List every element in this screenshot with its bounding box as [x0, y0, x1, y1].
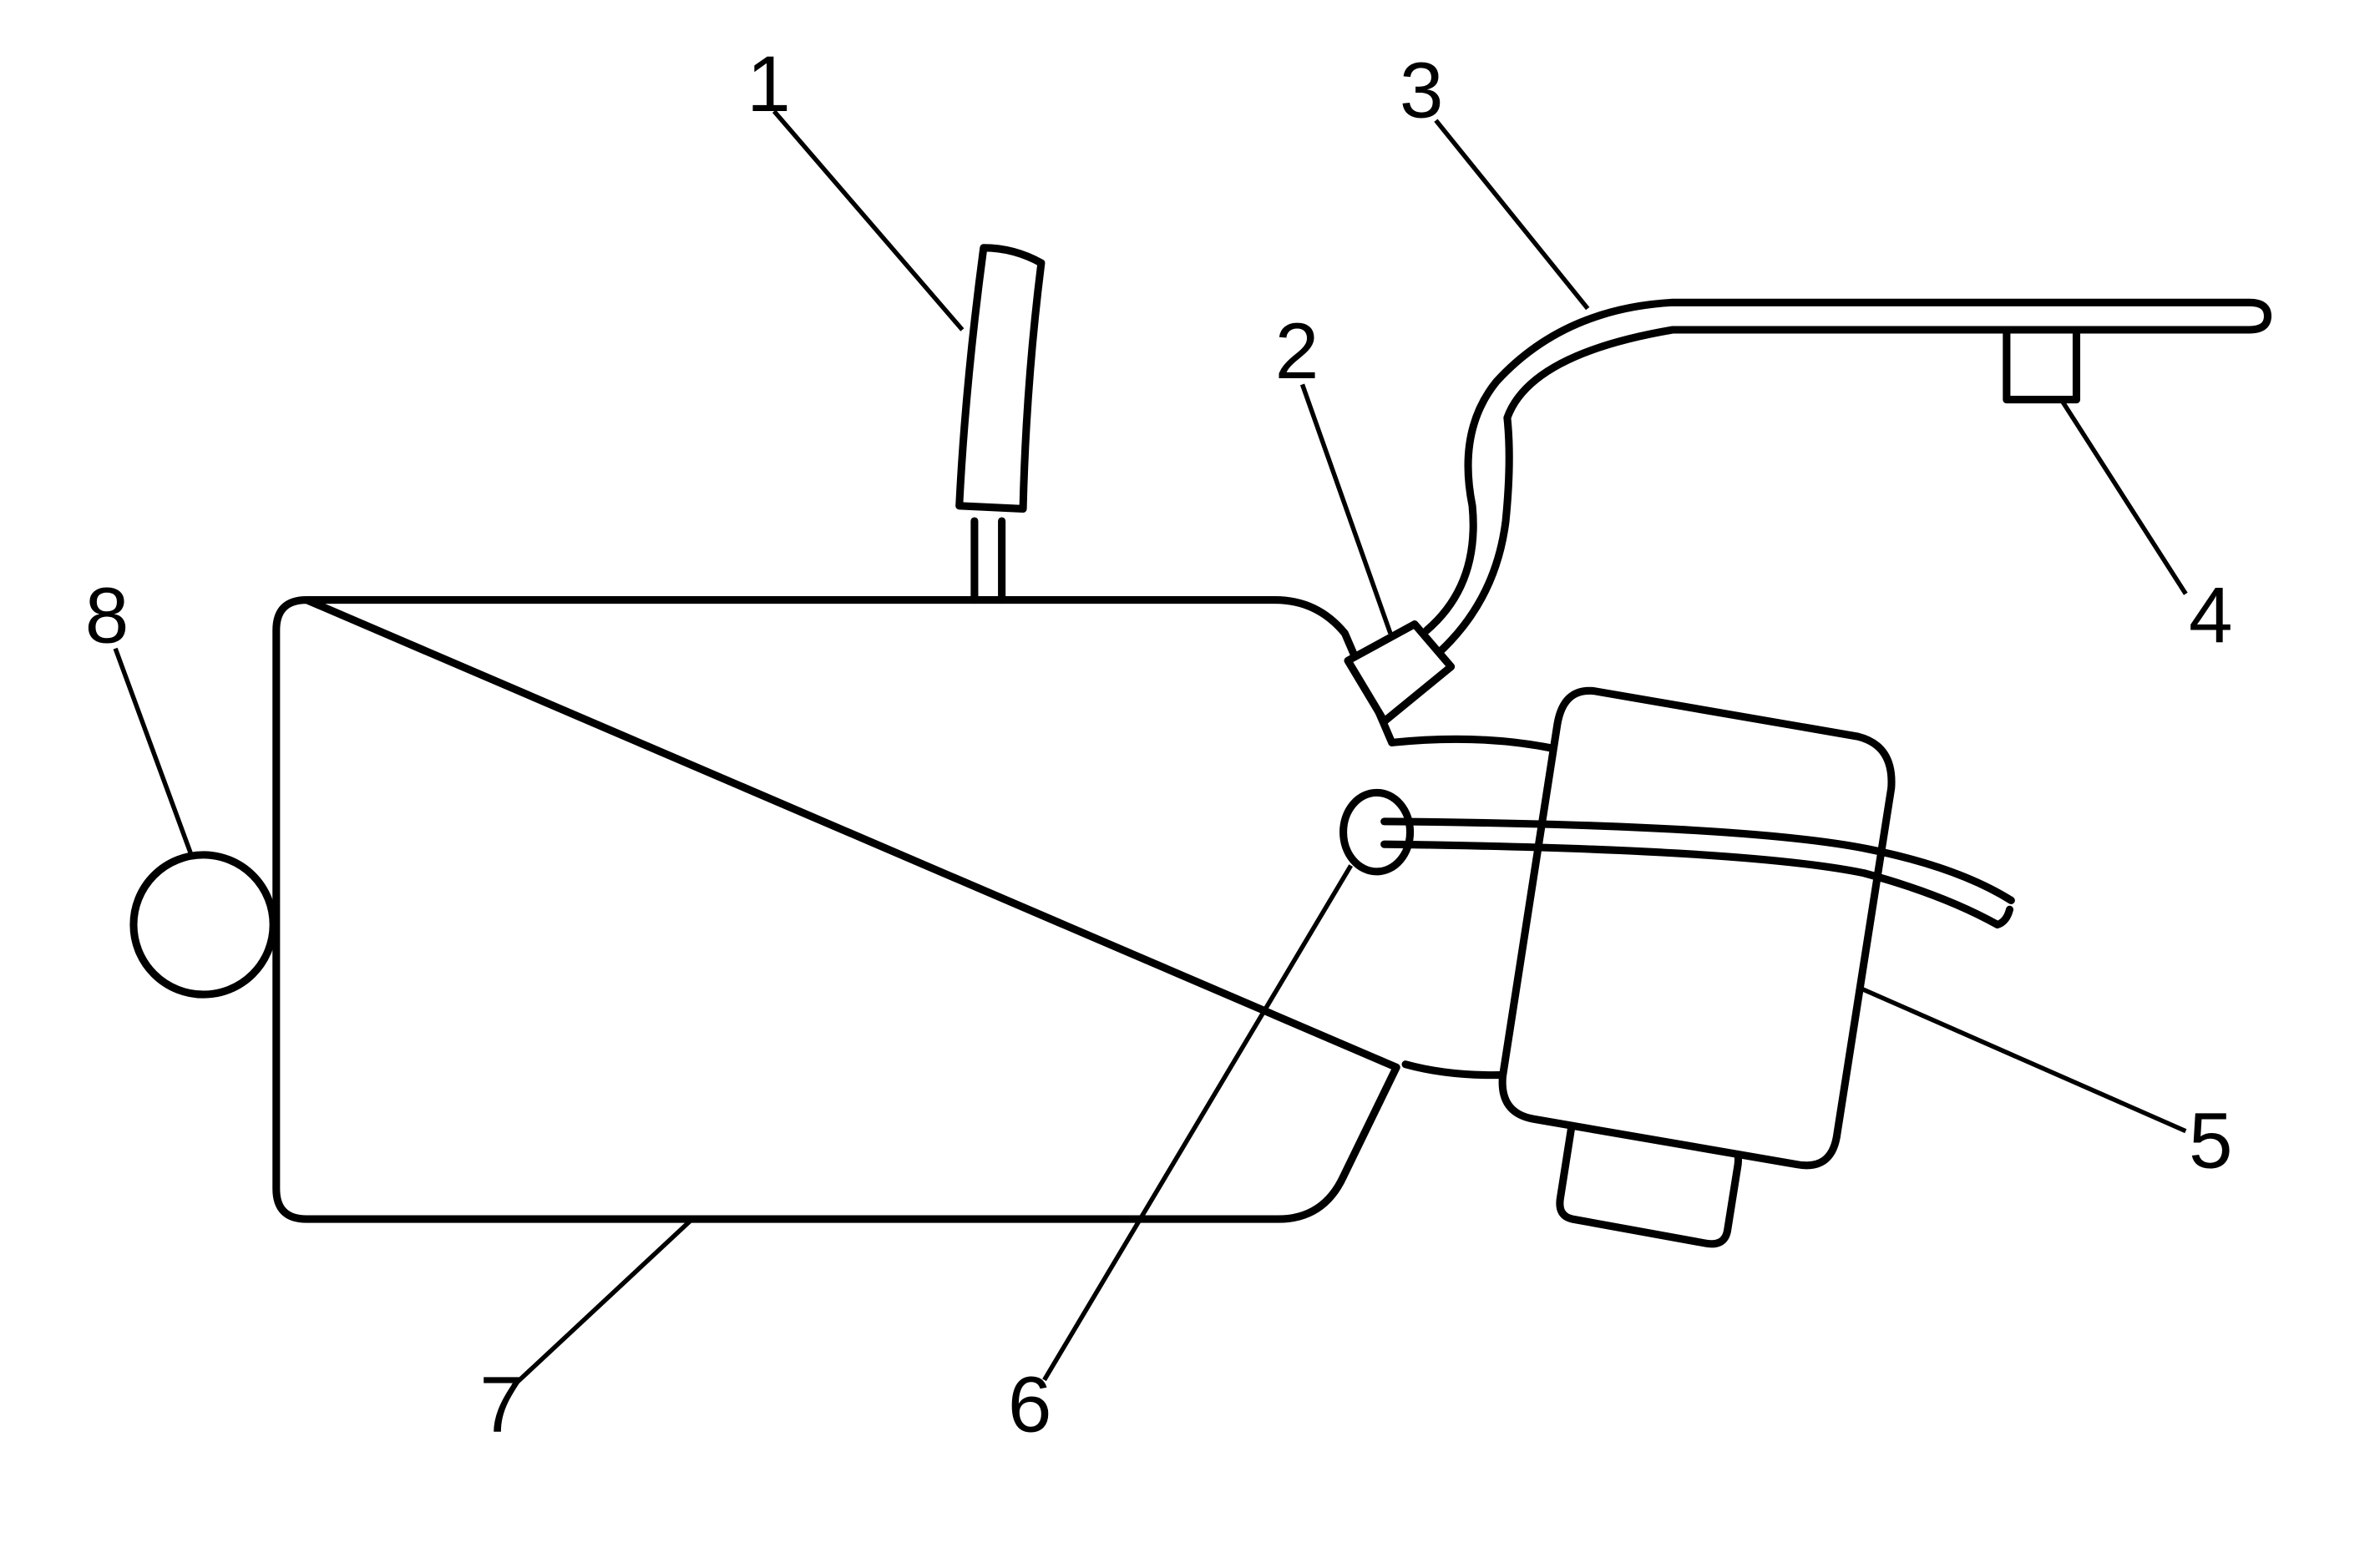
callout-7: 7	[479, 1361, 524, 1449]
callout-2: 2	[1275, 307, 1319, 396]
hose-fitting	[1344, 620, 1456, 726]
leader-7	[511, 1217, 694, 1389]
callout-1: 1	[747, 40, 791, 129]
callout-3: 3	[1400, 47, 1444, 135]
grommet	[1339, 788, 1415, 876]
lower-neck	[1401, 1060, 1510, 1080]
callout-5: 5	[2189, 1096, 2233, 1185]
upper-neck	[1388, 735, 1558, 753]
leader-5	[1860, 986, 2187, 1134]
bracket	[2003, 326, 2081, 404]
hose	[1423, 298, 2272, 665]
callout-6: 6	[1008, 1361, 1052, 1449]
cable	[1380, 817, 2015, 929]
leader-3	[1434, 119, 1590, 311]
main-housing	[272, 595, 1400, 1223]
callout-8: 8	[85, 571, 129, 660]
callout-4: 4	[2189, 571, 2233, 660]
leader-6	[1042, 864, 1354, 1382]
vertical-tube-stem	[970, 517, 1006, 604]
leader-8	[113, 647, 194, 856]
module	[1498, 686, 1896, 1170]
leader-2	[1299, 383, 1393, 635]
leader-1	[772, 109, 965, 331]
cap	[129, 851, 277, 999]
leader-4	[2059, 398, 2188, 595]
vertical-tube	[955, 244, 1046, 513]
